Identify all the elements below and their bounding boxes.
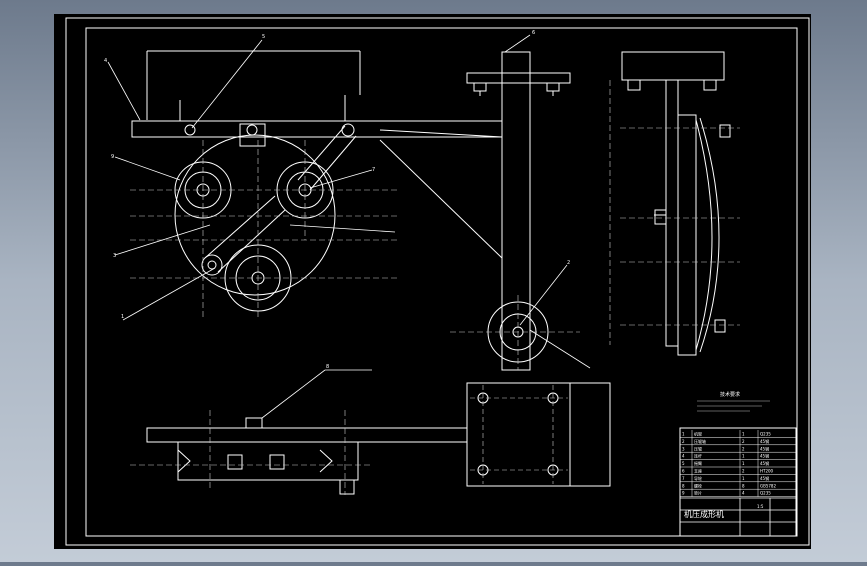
top-view-center-lines [130, 410, 370, 495]
bom-cell-no: 8 [682, 483, 685, 488]
bom-cell-name: 压辊 [694, 445, 702, 451]
notes-title: 技术要求 [720, 391, 740, 398]
bom-cell-name: 连杆 [694, 453, 702, 459]
bom-cell-name: 垫片 [694, 490, 702, 496]
leader-lines [107, 34, 591, 419]
bom-cell-name: 支座 [694, 468, 702, 474]
bom-cell-name: 压辊轴 [694, 438, 706, 444]
bom-cell-mat: 45钢 [760, 438, 769, 444]
center-lines [130, 140, 580, 370]
bom-cell-no: 7 [682, 476, 685, 481]
balloon-9: 9 [111, 154, 114, 160]
bom-cell-mat: 45钢 [760, 475, 769, 481]
bom-cell-no: 1 [682, 432, 685, 437]
balloon-7: 7 [372, 167, 375, 173]
base-plate-center-lines [470, 385, 568, 484]
balloon-8: 8 [326, 364, 329, 370]
bom-cell-qty: 1 [742, 454, 745, 459]
bom-cell-name: 机架 [694, 431, 702, 437]
balloon-1: 1 [121, 314, 124, 320]
balloon-5: 5 [262, 34, 265, 40]
inner-border [85, 27, 798, 537]
bom-cell-no: 9 [682, 491, 685, 496]
bom-cell-qty: 8 [742, 483, 745, 488]
bom-cell-qty: 2 [742, 446, 745, 451]
bom-cell-no: 5 [682, 461, 685, 466]
outer-border [65, 17, 810, 546]
drawing-title: 机压成形机 [684, 509, 724, 519]
bom-cell-qty: 2 [742, 439, 745, 444]
side-view [621, 51, 731, 356]
bom-cell-mat: 45钢 [760, 453, 769, 459]
bom-cell-name: 导轮 [694, 475, 702, 481]
bom-cell-name: 摇臂 [694, 460, 702, 466]
bom-cell-mat: Q235 [760, 491, 771, 496]
balloon-3: 3 [113, 253, 116, 259]
side-view-center-lines [609, 80, 740, 345]
bom-cell-no: 4 [682, 454, 685, 459]
bom-cell-mat: GB5782 [760, 483, 776, 488]
bom-cell-no: 2 [682, 439, 685, 444]
balloon-4: 4 [104, 58, 107, 64]
technical-notes: 技术要求 [697, 391, 770, 412]
bom-cell-mat: 45钢 [760, 460, 769, 466]
bom-cell-name: 螺栓 [694, 482, 702, 488]
top-view [146, 417, 468, 495]
bom-cell-mat: Q235 [760, 432, 771, 437]
balloon-labels: 5 4 9 3 1 7 6 2 8 [104, 30, 570, 370]
bom-cell-no: 3 [682, 446, 685, 451]
bom-cell-qty: 1 [742, 476, 745, 481]
bom-cell-mat: 45钢 [760, 445, 769, 451]
bom-cell-qty: 1 [742, 432, 745, 437]
bom-cell-qty: 1 [742, 461, 745, 466]
bom-cell-qty: 4 [742, 491, 745, 496]
bom-cell-no: 6 [682, 469, 685, 474]
bom-cell-mat: HT200 [760, 469, 774, 474]
balloon-2: 2 [567, 260, 570, 266]
balloon-6: 6 [532, 30, 535, 36]
drawing-scale: 1:5 [757, 504, 764, 509]
bom-cell-qty: 2 [742, 469, 745, 474]
